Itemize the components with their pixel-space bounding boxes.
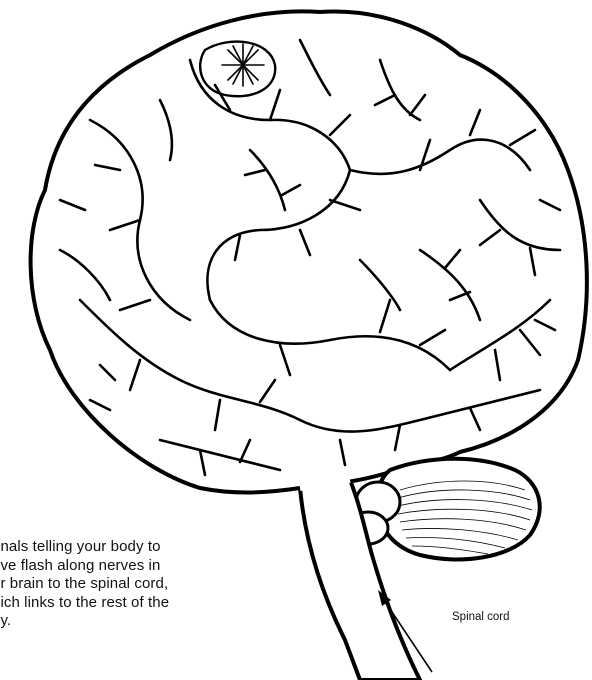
spinal-cord-label: Spinal cord — [452, 611, 510, 623]
star-burst-icon — [222, 44, 264, 86]
caption-text: gnals telling your body to ove flash alo… — [0, 538, 222, 631]
